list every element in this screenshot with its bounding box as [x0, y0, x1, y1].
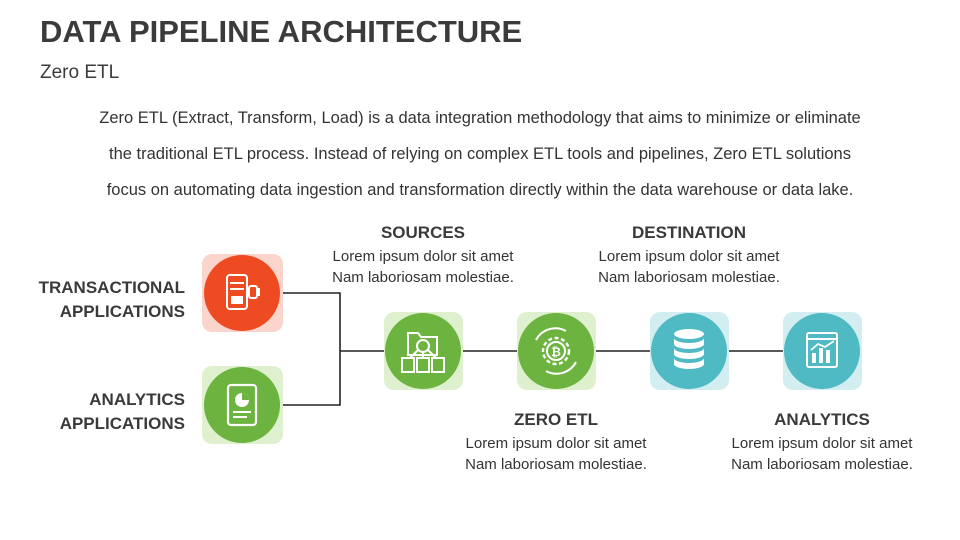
step-text-destination: Lorem ipsum dolor sit amet Nam laboriosa…: [598, 248, 780, 286]
step-text-zero-etl: Lorem ipsum dolor sit amet Nam laboriosa…: [465, 435, 647, 473]
description-line: the traditional ETL process. Instead of …: [109, 145, 851, 163]
step-title-sources: SOURCES: [380, 223, 466, 242]
description-line: focus on automating data ingestion and t…: [106, 181, 854, 199]
mobile-payment-icon: [202, 254, 283, 332]
step-title-analytics: ANALYTICS: [774, 410, 870, 429]
svg-text:₿: ₿: [551, 345, 561, 359]
folder-network-icon: [384, 312, 463, 390]
tablet-chart-icon: [202, 366, 283, 444]
step-title-zero-etl: ZERO ETL: [513, 410, 599, 429]
step-text-sources: Lorem ipsum dolor sit amet Nam laboriosa…: [332, 248, 514, 286]
bitcoin-gear-icon: ₿: [517, 312, 596, 390]
step-text-analytics: Lorem ipsum dolor sit amet Nam laboriosa…: [731, 435, 913, 473]
page-subtitle: Zero ETL: [40, 62, 120, 83]
page-title: DATA PIPELINE ARCHITECTURE: [40, 14, 523, 49]
connector-transactional: [283, 292, 341, 351]
input-label-analytics: ANALYTICS APPLICATIONS: [59, 390, 185, 433]
description: Zero ETL (Extract, Transform, Load) is a…: [40, 100, 920, 208]
description-line: Zero ETL (Extract, Transform, Load) is a…: [99, 109, 861, 127]
analytics-dashboard-icon: [783, 312, 862, 390]
input-label-transactional: TRANSACTIONAL APPLICATIONS: [38, 278, 185, 321]
database-icon: [650, 312, 729, 390]
connector-analytics-app: [283, 351, 341, 406]
step-title-destination: DESTINATION: [632, 223, 746, 242]
connector-lines: [283, 292, 784, 406]
